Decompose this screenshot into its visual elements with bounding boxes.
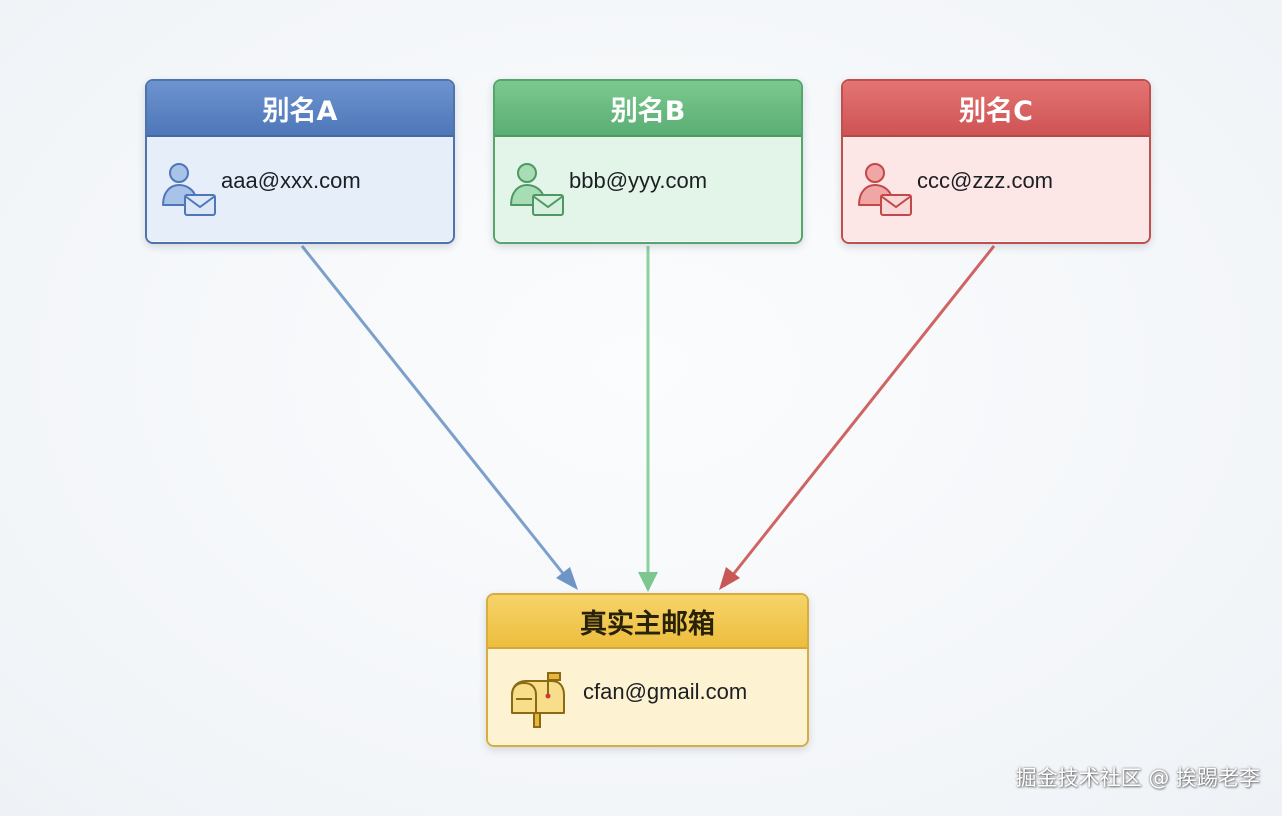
alias-card-c-email: ccc@zzz.com [917,168,1054,193]
alias-card-b-title: 别名B [495,81,801,137]
user-mail-icon [159,159,219,225]
alias-card-c: 别名C ccc@zzz.com [841,79,1151,244]
alias-card-a-email: aaa@xxx.com [221,168,361,193]
main-mailbox-card: 真实主邮箱 cfan@gmail.com [486,593,809,747]
alias-card-a-title: 别名A [147,81,453,137]
watermark-text: 掘金技术社区 @ 挨踢老李 [1015,766,1260,790]
arrowhead-alias-a [556,567,578,590]
alias-card-c-title: 别名C [843,81,1149,137]
mailbox-icon [504,669,568,735]
alias-card-b-email: bbb@yyy.com [569,168,708,193]
user-mail-icon [855,159,915,225]
alias-card-c-body: ccc@zzz.com [843,137,1149,241]
main-mailbox-title: 真实主邮箱 [488,595,807,649]
alias-card-b: 别名B bbb@yyy.com [493,79,803,244]
arrow-alias-c-to-main [722,245,996,587]
alias-card-a-body: aaa@xxx.com [147,137,453,241]
alias-card-b-body: bbb@yyy.com [495,137,801,241]
user-mail-icon [507,159,567,225]
arrowhead-alias-b [638,572,658,592]
arrow-alias-a-to-main [300,245,575,587]
alias-card-a: 别名A aaa@xxx.com [145,79,455,244]
main-mailbox-body: cfan@gmail.com [488,649,807,745]
main-mailbox-email: cfan@gmail.com [583,679,748,704]
arrowhead-alias-c [719,567,740,590]
